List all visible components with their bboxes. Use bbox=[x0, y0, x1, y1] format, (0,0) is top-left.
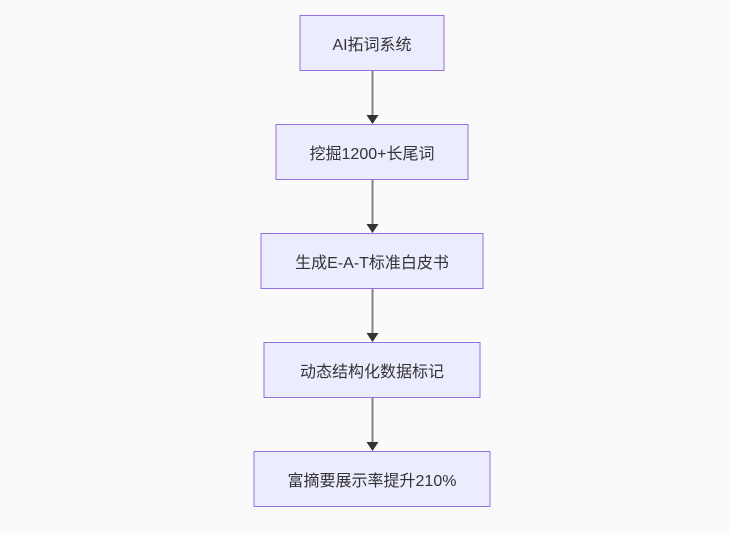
node-label: 生成E-A-T标准白皮书 bbox=[295, 255, 449, 272]
arrowhead-down-icon bbox=[366, 224, 378, 233]
flowchart: AI拓词系统 挖掘1200+长尾词 生成E-A-T标准白皮书 动态结构化数据标记 bbox=[253, 15, 491, 507]
node-label: 富摘要展示率提升210% bbox=[287, 473, 457, 490]
flowchart-node-structured-data-markup: 动态结构化数据标记 bbox=[263, 342, 481, 398]
edge-n1-n2 bbox=[366, 71, 378, 124]
flowchart-node-rich-snippet-result: 富摘要展示率提升210% bbox=[253, 451, 491, 507]
flowchart-node-ai-word-expansion: AI拓词系统 bbox=[299, 15, 445, 71]
edge-line bbox=[371, 289, 373, 334]
arrowhead-down-icon bbox=[366, 115, 378, 124]
edge-line bbox=[371, 398, 373, 443]
edge-n3-n4 bbox=[366, 289, 378, 342]
edge-line bbox=[371, 71, 373, 116]
node-label: 挖掘1200+长尾词 bbox=[309, 146, 435, 163]
edge-n2-n3 bbox=[366, 180, 378, 233]
flowchart-node-longtail-mining: 挖掘1200+长尾词 bbox=[275, 124, 469, 180]
edge-n4-n5 bbox=[366, 398, 378, 451]
edge-line bbox=[371, 180, 373, 225]
arrowhead-down-icon bbox=[366, 442, 378, 451]
arrowhead-down-icon bbox=[366, 333, 378, 342]
flowchart-node-eat-whitepaper: 生成E-A-T标准白皮书 bbox=[260, 233, 484, 289]
node-label: 动态结构化数据标记 bbox=[299, 364, 444, 381]
node-label: AI拓词系统 bbox=[332, 37, 412, 54]
